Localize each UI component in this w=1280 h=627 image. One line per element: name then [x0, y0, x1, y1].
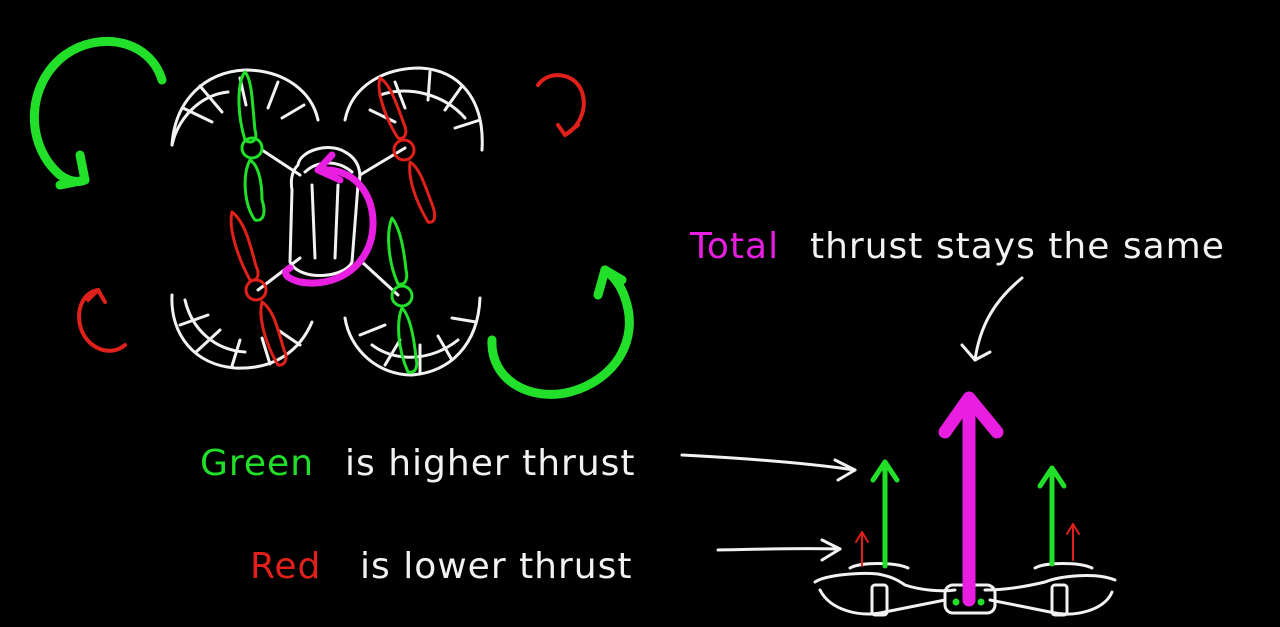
red-word: Red: [250, 546, 321, 587]
propeller-top-right-red: [377, 76, 437, 224]
thrust-arrows: [855, 391, 1080, 607]
guard-top-left: [170, 68, 320, 147]
status-led-left: [952, 598, 960, 606]
green-thrust-arrow-right: [1037, 465, 1067, 567]
red-thrust-arrow-left: [855, 531, 869, 567]
green-word: Green: [200, 443, 314, 484]
drone-top-view: [29, 36, 634, 399]
propeller-bottom-right-green: [387, 216, 419, 374]
red-thrust-arrow-right: [1066, 523, 1080, 561]
propeller-bottom-left-red: [229, 210, 288, 367]
body-yaw-arrow: [282, 151, 377, 287]
green-thrust-arrow-left: [870, 459, 900, 569]
green-thrust-label: Green is higher thrust: [200, 443, 636, 484]
drone-arms: [256, 146, 407, 297]
red-rotation-arrow-top-right: [536, 73, 586, 137]
total-word: Total: [689, 226, 779, 267]
motor-left: [870, 583, 889, 617]
pointer-arrow-total: [960, 276, 1024, 362]
total-thrust-label: Total thrust stays the same: [689, 226, 1225, 267]
guard-bottom-left: [170, 293, 314, 370]
guard-bottom-right: [343, 296, 482, 377]
green-rotation-arrow-bottom-right: [487, 265, 634, 399]
total-thrust-arrow: [938, 391, 1004, 607]
pointer-arrow-red: [716, 538, 842, 562]
red-rotation-arrow-bottom-left: [77, 288, 127, 353]
pointer-arrow-green: [680, 453, 857, 482]
green-rotation-arrow-top-left: [29, 36, 167, 190]
propeller-top-left-green: [237, 70, 266, 222]
total-rest: thrust stays the same: [810, 226, 1225, 267]
drone-side-view: [813, 391, 1117, 617]
green-rest: is higher thrust: [345, 443, 636, 484]
status-led-right: [977, 598, 985, 606]
motor-right: [1050, 583, 1069, 617]
red-rest: is lower thrust: [360, 546, 632, 587]
guard-top-right: [343, 66, 484, 152]
red-thrust-label: Red is lower thrust: [250, 546, 632, 587]
